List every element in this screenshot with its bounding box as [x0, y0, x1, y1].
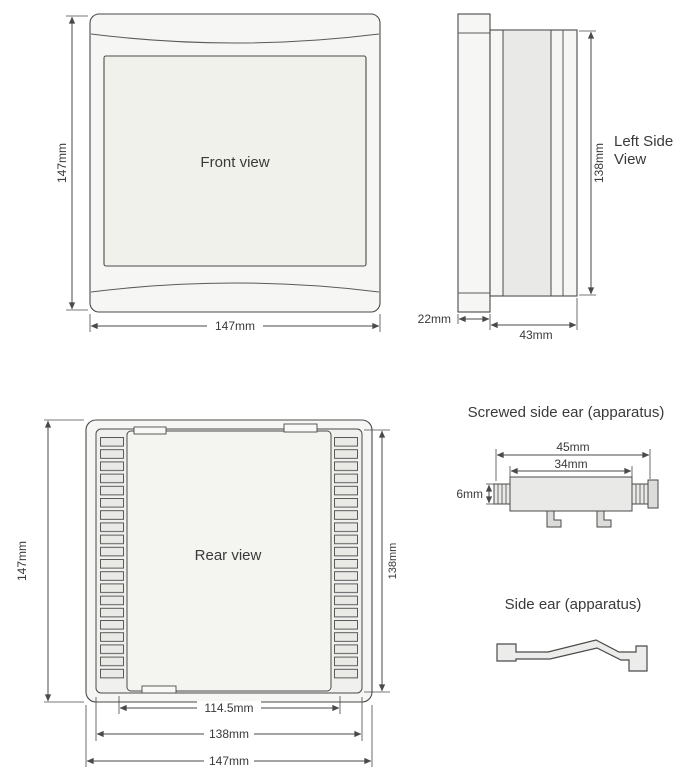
front-view-bottom-cap-edge — [90, 282, 380, 293]
rear-view-terminal-width-dimension: 114.5mm — [118, 696, 341, 715]
front-view-width-value: 147mm — [215, 319, 255, 333]
screwed-side-ear-title: Screwed side ear (apparatus) — [468, 404, 665, 421]
side-view-label-line1: Left Side — [614, 133, 673, 150]
screwed-side-ear-stud-dimension: 6mm — [456, 483, 494, 505]
terminal-strip-right — [334, 437, 358, 681]
side-view-body-depth-value: 43mm — [519, 328, 552, 342]
rear-view: Rear view 147mm 138mm 114.5mm 138mm — [15, 419, 399, 768]
rear-view-bottom-slot — [141, 685, 177, 694]
side-view-bezel-depth-value: 22mm — [418, 312, 451, 326]
rear-view-top-right-slot — [283, 423, 318, 433]
rear-view-terminal-width-value: 114.5mm — [204, 701, 253, 715]
screwed-side-ear-hook-right — [596, 510, 612, 528]
screwed-side-ear-outer-dimension: 45mm — [495, 440, 651, 481]
side-view-bezel-depth-dimension: 22mm — [418, 312, 491, 330]
dimension-text-background — [204, 727, 254, 741]
dimension-text-background — [204, 754, 254, 768]
front-view-label: Front view — [200, 154, 269, 171]
rear-view-top-left-slot — [133, 426, 167, 435]
dimension-text-background — [197, 701, 261, 715]
side-view-label-line2: View — [614, 151, 646, 168]
terminal-strip-left — [100, 437, 124, 681]
rear-view-inner-width-value: 138mm — [209, 727, 249, 741]
left-side-view: 138mm 22mm 43mm Left Side View — [418, 13, 673, 342]
front-view-height-dimension: 147mm — [55, 15, 88, 311]
side-ear: Side ear (apparatus) — [496, 596, 648, 672]
side-view-bezel — [457, 13, 491, 313]
side-ear-profile — [496, 639, 648, 672]
screwed-side-ear-screw-head — [647, 479, 659, 509]
front-view-top-cap-edge — [90, 33, 380, 44]
rear-view-inner-height-value: 138mm — [387, 543, 399, 580]
rear-view-label: Rear view — [195, 547, 262, 564]
side-view-body-depth-dimension: 43mm — [490, 298, 578, 342]
rear-view-inner-width-dimension: 138mm — [95, 697, 363, 741]
rear-view-outer-width-value: 147mm — [209, 754, 249, 768]
rear-view-outer-height-value: 147mm — [15, 541, 29, 581]
side-view-body-section — [502, 29, 552, 297]
dimension-text-background — [207, 318, 263, 333]
screwed-side-ear-body — [509, 476, 633, 512]
side-view-height-dimension: 138mm — [579, 30, 606, 296]
screwed-side-ear-outer-value: 45mm — [556, 440, 589, 454]
rear-view-outer-width-dimension: 147mm — [85, 705, 373, 768]
screwed-side-ear-body-value: 34mm — [554, 457, 587, 471]
front-view: Front view 147mm 147mm — [55, 13, 381, 333]
screwed-side-ear: Screwed side ear (apparatus) 45mm 34mm — [456, 404, 665, 528]
front-view-display-window — [103, 55, 367, 267]
side-ear-title: Side ear (apparatus) — [505, 596, 642, 613]
screwed-side-ear-stud-value: 6mm — [456, 487, 483, 501]
screwed-side-ear-hook-left — [546, 510, 562, 528]
side-view-height-value: 138mm — [592, 143, 606, 183]
front-view-height-value: 147mm — [55, 143, 69, 183]
rear-view-outer-height-dimension: 147mm — [15, 419, 84, 703]
rear-view-inner-height-dimension: 138mm — [364, 429, 399, 693]
rear-view-back-panel — [126, 430, 332, 692]
screwed-side-ear-body-dimension: 34mm — [509, 457, 633, 477]
front-view-width-dimension: 147mm — [89, 314, 381, 333]
